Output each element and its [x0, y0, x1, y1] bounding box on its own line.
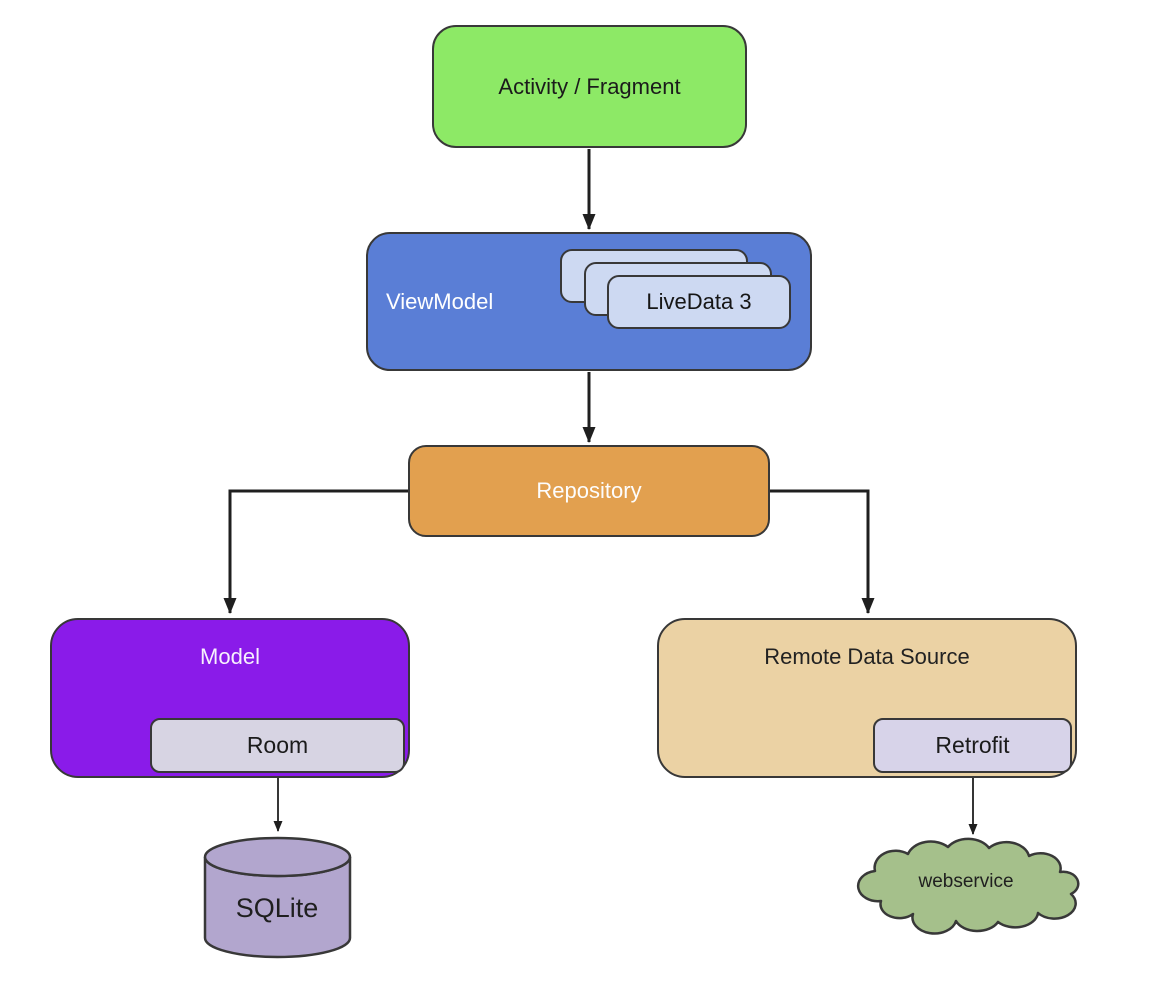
- arrow-repository-to-model: [223, 489, 408, 614]
- sqlite-database-cylinder: SQLite: [203, 836, 352, 959]
- livedata-card-front: LiveData 3: [607, 275, 791, 329]
- cylinder-top: [203, 836, 352, 878]
- remote-data-source-label: Remote Data Source: [764, 644, 970, 669]
- arrow-repository-to-remote: [770, 489, 875, 614]
- node-retrofit: Retrofit: [873, 718, 1072, 773]
- node-room: Room: [150, 718, 405, 773]
- activity-fragment-label: Activity / Fragment: [498, 73, 681, 99]
- webservice-label: webservice: [917, 871, 1013, 892]
- model-label: Model: [200, 644, 260, 669]
- retrofit-label: Retrofit: [935, 732, 1010, 758]
- room-label: Room: [246, 732, 309, 758]
- livedata-label: LiveData 3: [646, 289, 752, 314]
- webservice-cloud: webservice: [856, 837, 1080, 935]
- node-repository: Repository: [408, 445, 770, 537]
- node-activity-fragment: Activity / Fragment: [432, 25, 747, 148]
- viewmodel-label: ViewModel: [386, 288, 494, 314]
- cloud-shape: [856, 837, 1080, 935]
- sqlite-label: SQLite: [236, 893, 319, 923]
- repository-label: Repository: [536, 478, 642, 503]
